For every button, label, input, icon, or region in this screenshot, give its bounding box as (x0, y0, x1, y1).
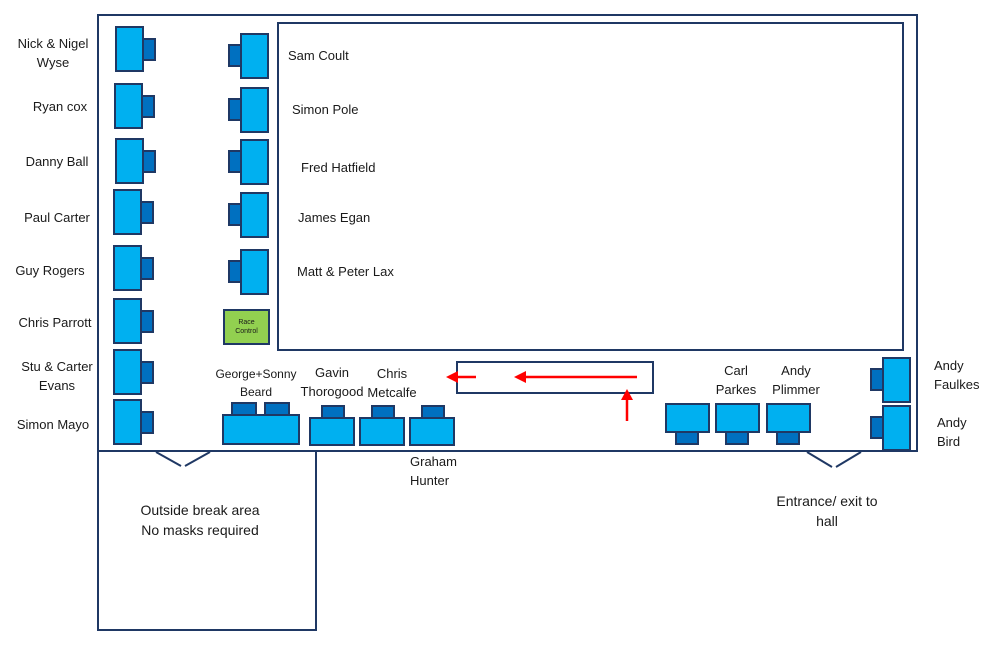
chair-stu-carter (140, 361, 154, 384)
chair-simon-m (140, 411, 154, 434)
label-george-sonny: George+Sonny Beard (215, 367, 297, 399)
chair-ryan (141, 95, 155, 118)
label-simon-p: Simon Pole (292, 102, 359, 117)
desk-gavin (309, 417, 355, 446)
desk-simon-p (240, 87, 269, 133)
door-line (184, 451, 211, 467)
desk-simon-m (113, 399, 142, 445)
desk-chris-m (359, 417, 405, 446)
label-gavin: Gavin Thorogood (300, 365, 364, 399)
desk-matt-peter (240, 249, 269, 295)
label-ryan: Ryan cox (32, 99, 88, 114)
desk-george-sonny (222, 414, 300, 445)
desk-stu-carter (113, 349, 142, 395)
outside-break-area (97, 450, 317, 631)
label-fred: Fred Hatfield (301, 160, 376, 175)
race-control-box: Race Control (223, 309, 270, 345)
label-outside-area: Outside break area No masks required (140, 502, 260, 538)
hall-outline (97, 14, 918, 452)
label-chris-p: Chris Parrott (18, 315, 92, 330)
label-nick-nigel: Nick & Nigel Wyse (17, 36, 89, 70)
label-stu-carter: Stu & Carter Evans (21, 359, 93, 393)
chair-andy-p (776, 431, 800, 445)
desk-paul (113, 189, 142, 235)
chair-nick-nigel (142, 38, 156, 61)
chair-danny (142, 150, 156, 173)
label-andy-f: Andy Faulkes (934, 358, 980, 392)
label-simon-m: Simon Mayo (16, 417, 90, 432)
chair-paul (140, 201, 154, 224)
label-guy: Guy Rogers (15, 263, 85, 278)
door-line (155, 451, 182, 467)
entrance-line (835, 451, 862, 468)
label-danny: Danny Ball (25, 154, 89, 169)
label-chris-m: Chris Metcalfe (367, 366, 417, 400)
desk-fred (240, 139, 269, 185)
track-area (277, 22, 904, 351)
desk-carl (715, 403, 760, 433)
desk-extra (665, 403, 710, 433)
chair-extra (675, 431, 699, 445)
label-james: James Egan (298, 210, 371, 225)
desk-james (240, 192, 269, 238)
desk-danny (115, 138, 144, 184)
arrow-left-short-head (446, 371, 458, 383)
chair-chris-p (140, 310, 154, 333)
desk-guy (113, 245, 142, 291)
label-entrance: Entrance/ exit to hall (776, 493, 878, 529)
desk-nick-nigel (115, 26, 144, 72)
entrance-line (806, 451, 833, 468)
label-graham: Graham Hunter (410, 454, 457, 488)
desk-andy-f (882, 357, 911, 403)
chair-carl (725, 431, 749, 445)
label-andy-b: Andy Bird (937, 415, 967, 449)
label-matt-peter: Matt & Peter Lax (297, 264, 394, 279)
label-andy-p: Andy Plimmer (772, 363, 820, 397)
desk-ryan (114, 83, 143, 129)
label-paul: Paul Carter (24, 210, 90, 225)
desk-andy-p (766, 403, 811, 433)
chair-guy (140, 257, 154, 280)
label-carl: Carl Parkes (715, 363, 757, 397)
label-sam: Sam Coult (288, 48, 349, 63)
arrow-up-head (621, 389, 633, 400)
desk-sam (240, 33, 269, 79)
desk-graham (409, 417, 455, 446)
desk-andy-b (882, 405, 911, 451)
arrow-left-head (514, 371, 526, 383)
desk-chris-p (113, 298, 142, 344)
